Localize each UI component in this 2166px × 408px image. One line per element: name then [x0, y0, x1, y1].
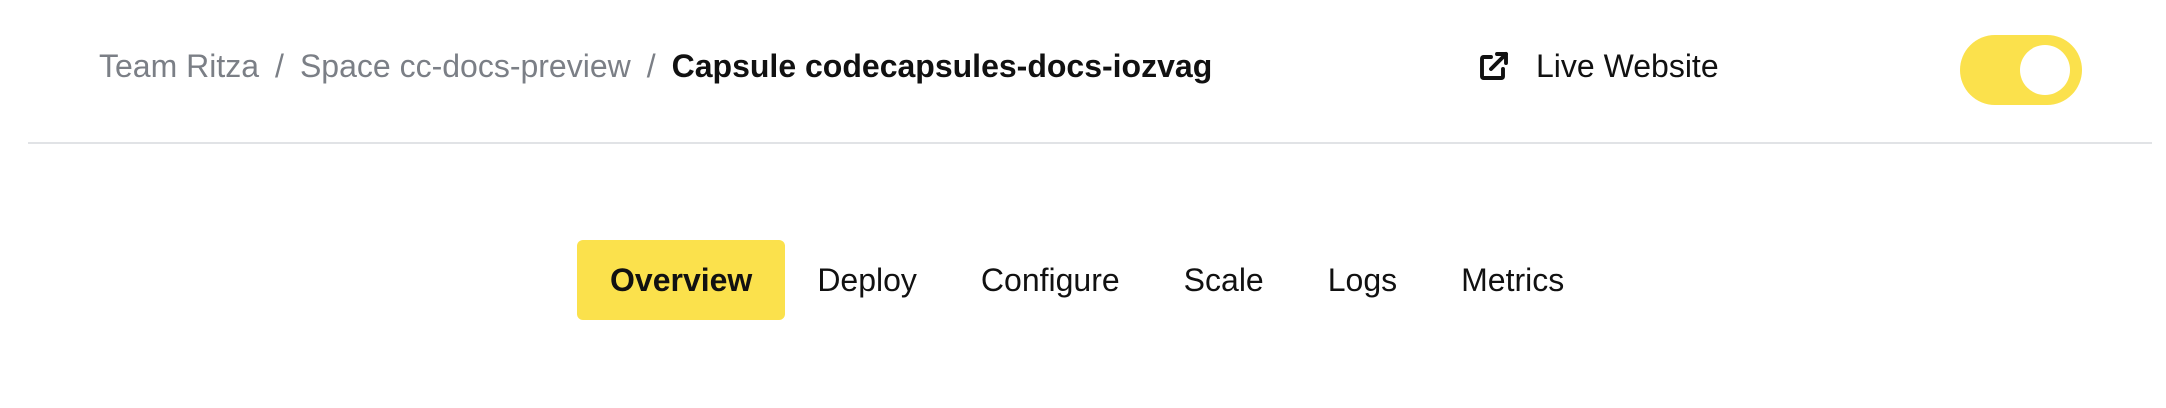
- external-link-icon: [1476, 48, 1512, 84]
- capsule-toggle[interactable]: [1960, 35, 2082, 105]
- tab-deploy[interactable]: Deploy: [817, 261, 917, 298]
- breadcrumb-space-link[interactable]: Space cc-docs-preview: [299, 48, 631, 84]
- header-divider: [28, 142, 2152, 144]
- breadcrumb-team-link[interactable]: Team Ritza: [99, 48, 260, 84]
- breadcrumb-separator: /: [275, 48, 284, 84]
- tab-scale[interactable]: Scale: [1183, 261, 1264, 298]
- breadcrumb: Team Ritza / Space cc-docs-preview / Cap…: [99, 46, 1212, 86]
- breadcrumb-separator: /: [646, 48, 656, 84]
- top-header: Team Ritza / Space cc-docs-preview / Cap…: [0, 0, 2166, 140]
- capsule-tabs: Overview Deploy Configure Scale Logs Met…: [577, 240, 1596, 320]
- tab-metrics[interactable]: Metrics: [1461, 261, 1565, 298]
- tab-configure[interactable]: Configure: [980, 261, 1120, 298]
- live-website-label: Live Website: [1536, 47, 1719, 84]
- toggle-knob: [2020, 45, 2070, 95]
- live-website-link[interactable]: Live Website: [1476, 46, 1719, 86]
- breadcrumb-current-capsule: Capsule codecapsules-docs-iozvag: [671, 48, 1213, 84]
- tab-overview[interactable]: Overview: [577, 240, 786, 320]
- tab-logs[interactable]: Logs: [1327, 261, 1398, 298]
